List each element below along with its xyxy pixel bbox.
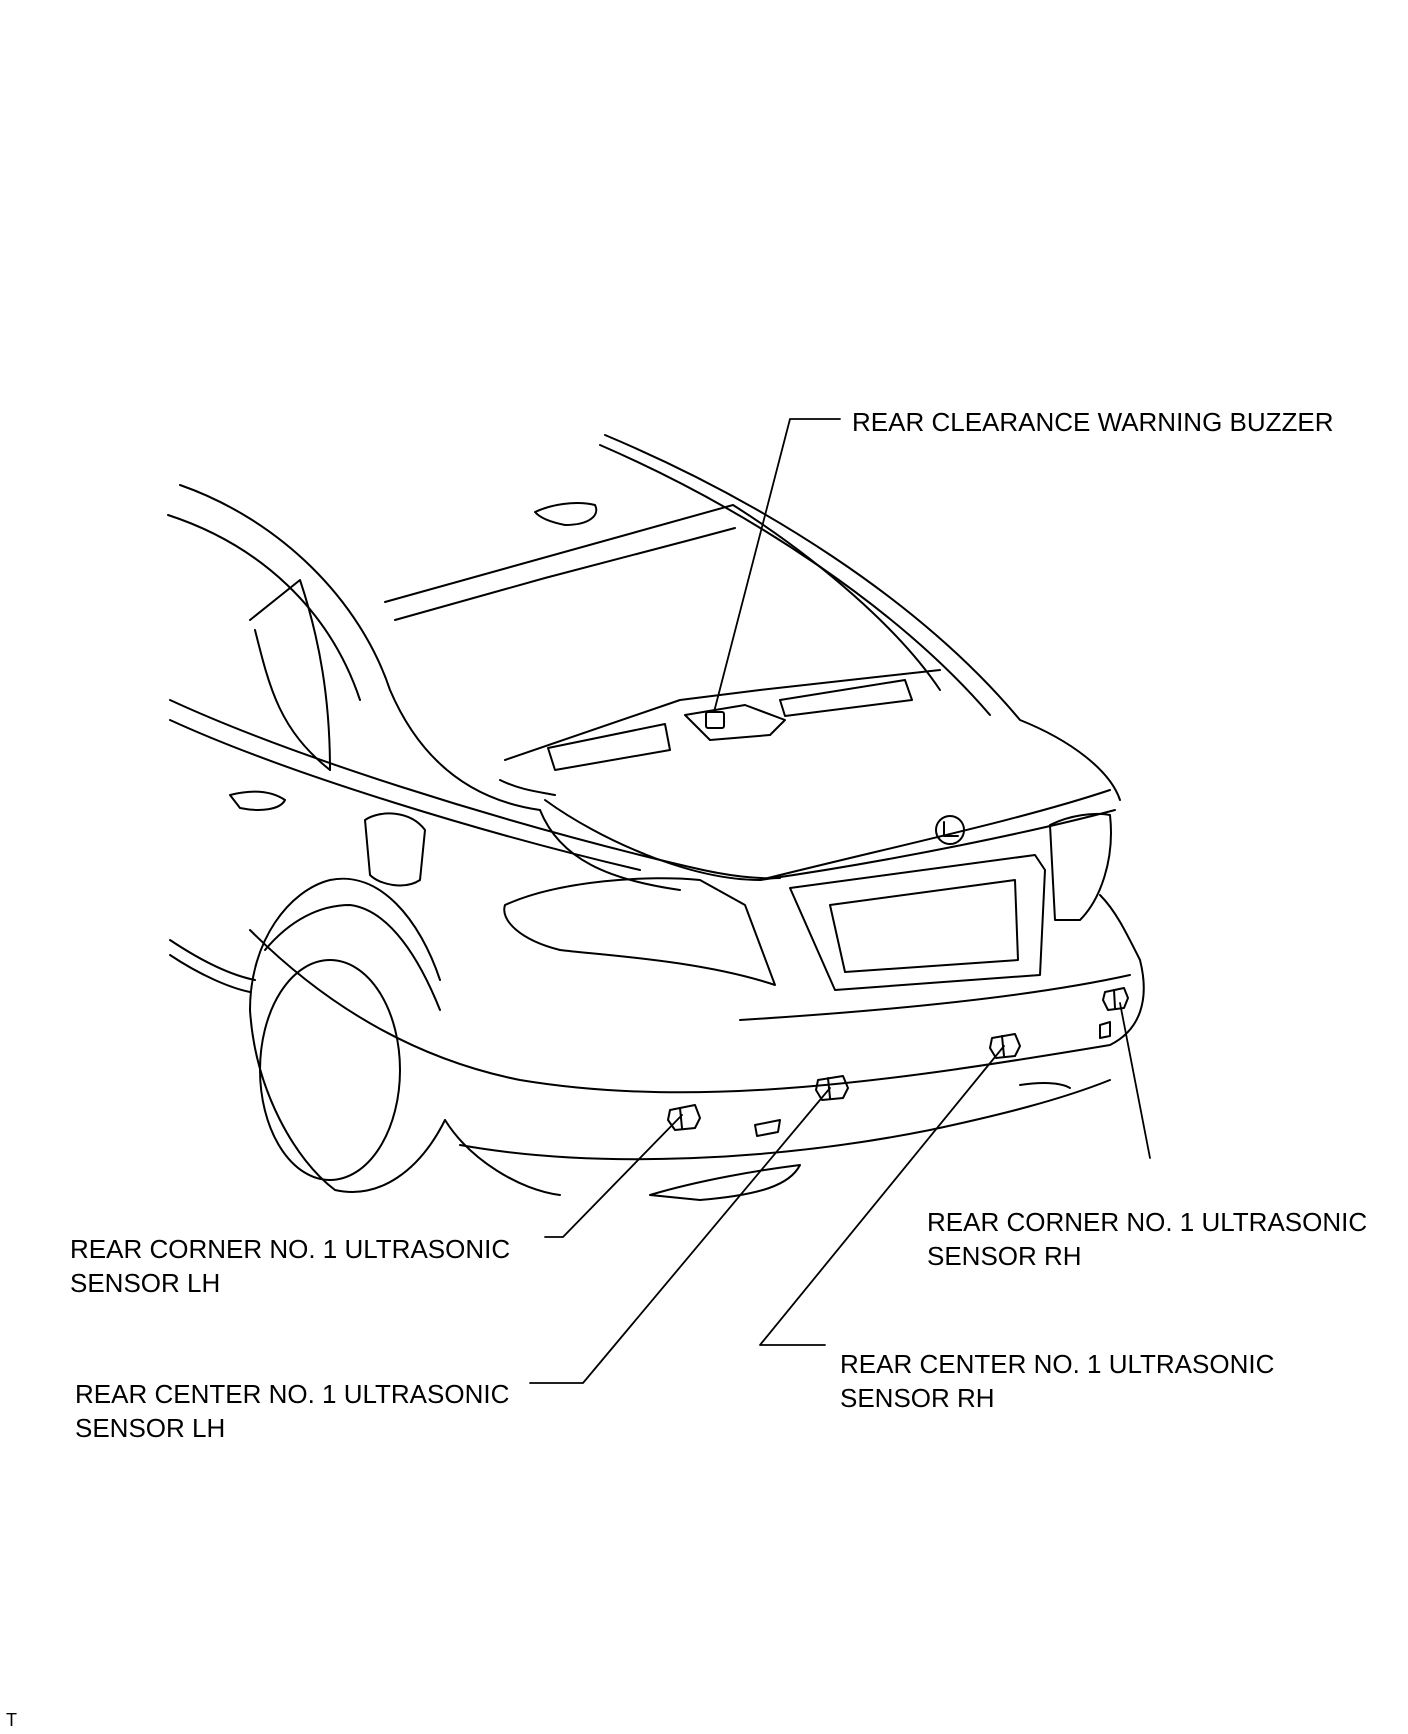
buzzer-icon bbox=[705, 711, 725, 729]
sensors bbox=[667, 987, 1129, 1131]
label-line: SENSOR RH bbox=[840, 1383, 995, 1413]
label-rear-center-sensor-rh: REAR CENTER NO. 1 ULTRASONIC SENSOR RH bbox=[840, 1347, 1274, 1415]
label-line: REAR CENTER NO. 1 ULTRASONIC bbox=[75, 1379, 510, 1409]
sensor-corner-rh-icon bbox=[1102, 987, 1129, 1011]
leader-buzzer bbox=[713, 418, 841, 713]
fuel-door-icon bbox=[364, 812, 426, 887]
door-handle-icon bbox=[229, 790, 286, 811]
leader-corner-lh bbox=[544, 1114, 683, 1238]
label-line: SENSOR LH bbox=[75, 1413, 226, 1443]
label-line: SENSOR LH bbox=[70, 1268, 221, 1298]
car-body bbox=[167, 434, 1145, 1201]
tail-lamp-lh bbox=[503, 877, 776, 986]
sensor-center-lh-icon bbox=[815, 1075, 849, 1101]
leader-lines bbox=[529, 418, 1151, 1384]
label-rear-clearance-warning-buzzer: REAR CLEARANCE WARNING BUZZER bbox=[852, 405, 1334, 439]
antenna-icon bbox=[534, 502, 598, 526]
license-plate-recess bbox=[789, 854, 1046, 991]
label-line: REAR CLEARANCE WARNING BUZZER bbox=[852, 407, 1334, 437]
label-line: REAR CORNER NO. 1 ULTRASONIC bbox=[927, 1207, 1368, 1237]
label-rear-corner-sensor-lh: REAR CORNER NO. 1 ULTRASONIC SENSOR LH bbox=[70, 1232, 510, 1300]
label-line: SENSOR RH bbox=[927, 1241, 1082, 1271]
sensor-corner-lh-icon bbox=[667, 1104, 701, 1131]
emblem-icon bbox=[935, 815, 965, 845]
label-line: REAR CORNER NO. 1 ULTRASONIC bbox=[70, 1234, 511, 1264]
leader-corner-rh bbox=[1119, 1002, 1151, 1159]
leader-center-rh bbox=[759, 1045, 1005, 1346]
tail-lamp-rh bbox=[1049, 812, 1112, 921]
label-rear-corner-sensor-rh: REAR CORNER NO. 1 ULTRASONIC SENSOR RH bbox=[927, 1205, 1367, 1273]
rear-wheel bbox=[259, 959, 401, 1181]
leader-center-lh bbox=[529, 1087, 831, 1384]
label-rear-center-sensor-lh: REAR CENTER NO. 1 ULTRASONIC SENSOR LH bbox=[75, 1377, 509, 1445]
label-line: REAR CENTER NO. 1 ULTRASONIC bbox=[840, 1349, 1275, 1379]
sensor-center-rh-icon bbox=[989, 1033, 1021, 1059]
footer-code: T bbox=[6, 1710, 17, 1730]
